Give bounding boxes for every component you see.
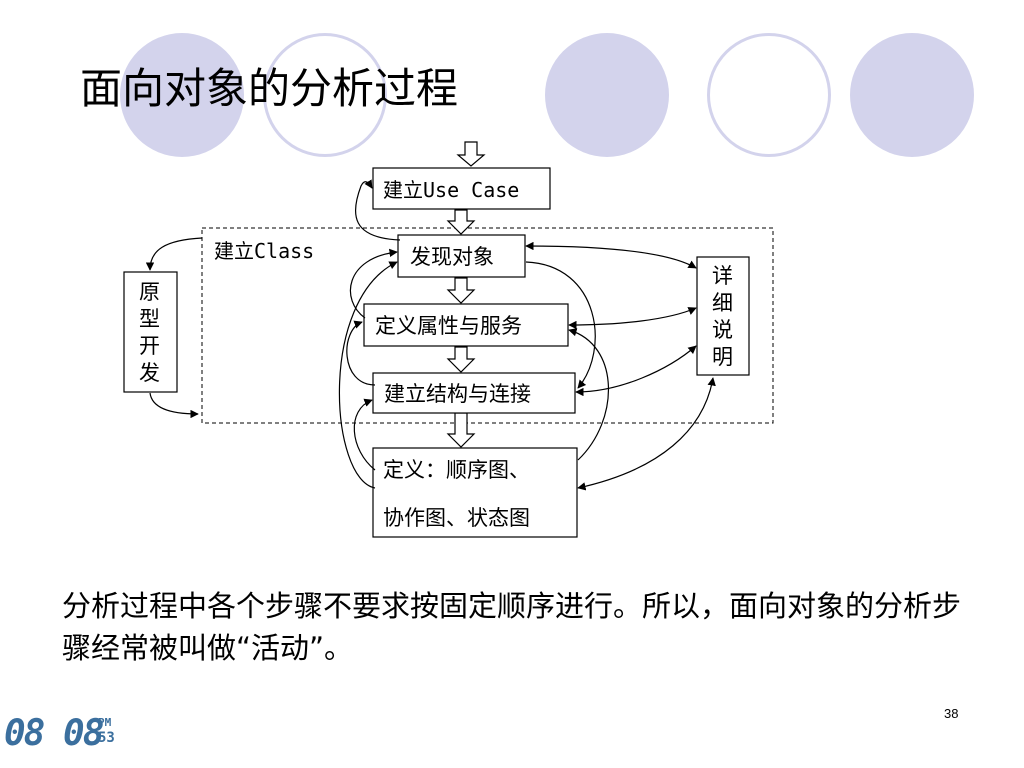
box-define-diagrams bbox=[372, 447, 578, 538]
class-group-region bbox=[201, 227, 774, 424]
define-attributes-label: 定义属性与服务 bbox=[375, 314, 522, 338]
prototype-char-1: 原 bbox=[139, 280, 160, 304]
box-define-attributes bbox=[363, 303, 569, 347]
box-prototype bbox=[123, 271, 178, 393]
group-label: 建立Class bbox=[214, 239, 314, 263]
detail-char-2: 细 bbox=[712, 291, 733, 315]
decor-circle-ring-1 bbox=[263, 33, 387, 157]
slide-title: 面向对象的分析过程 bbox=[80, 64, 459, 113]
arrow-detail-diagrams bbox=[577, 377, 716, 491]
arrow-attributes-to-find bbox=[350, 248, 398, 319]
detail-char-1: 详 bbox=[712, 264, 733, 288]
entry-arrow bbox=[456, 141, 486, 167]
find-objects-label: 发现对象 bbox=[410, 245, 494, 269]
arrow-to-prototype bbox=[145, 237, 203, 271]
detail-char-3: 说 bbox=[712, 318, 733, 342]
clock-time: 08 08 bbox=[4, 713, 104, 754]
arrow-detail-find-objects bbox=[525, 241, 697, 269]
clock-widget: 08 08 PM 53 bbox=[4, 713, 122, 757]
arrow-find-to-structure bbox=[525, 261, 596, 389]
arrow-to-use-case bbox=[354, 179, 401, 241]
box-detail bbox=[696, 256, 750, 376]
decor-circle-filled-2 bbox=[545, 33, 669, 157]
define-diagrams-label-2: 协作图、状态图 bbox=[383, 506, 530, 530]
prototype-char-3: 开 bbox=[139, 334, 160, 358]
arrow-structure-to-attributes bbox=[346, 320, 376, 386]
define-diagrams-label-1: 定义：顺序图、 bbox=[383, 458, 530, 482]
arrow-detail-attributes bbox=[568, 307, 697, 330]
use-case-label: 建立Use Case bbox=[383, 178, 519, 202]
decor-circle-ring-2 bbox=[707, 33, 831, 157]
arrow-diagrams-to-find bbox=[338, 261, 398, 489]
slide-body-text: 分析过程中各个步骤不要求按固定顺序进行。所以，面向对象的分析步骤经常被叫做“活动… bbox=[62, 589, 962, 665]
clock-ampm: PM bbox=[98, 716, 112, 729]
decor-circle-filled-3 bbox=[850, 33, 974, 157]
box-find-objects bbox=[397, 234, 526, 278]
arrow-from-prototype bbox=[149, 392, 199, 419]
prototype-char-4: 发 bbox=[139, 361, 160, 385]
box-build-structure bbox=[372, 372, 576, 414]
flow-arrow-2 bbox=[446, 277, 476, 304]
detail-char-4: 明 bbox=[712, 345, 733, 369]
page-number: 38 bbox=[944, 706, 959, 721]
clock-seconds: 53 bbox=[98, 730, 115, 746]
arrow-diagrams-to-attributes bbox=[568, 328, 609, 461]
prototype-char-2: 型 bbox=[139, 307, 160, 331]
box-use-case bbox=[372, 167, 551, 210]
arrow-diagrams-to-structure bbox=[353, 398, 376, 471]
flow-arrow-4 bbox=[446, 412, 476, 448]
build-structure-label: 建立结构与连接 bbox=[384, 382, 531, 406]
flow-arrow-1 bbox=[446, 209, 476, 235]
decor-circle-filled-1 bbox=[120, 33, 244, 157]
flow-arrow-3 bbox=[446, 346, 476, 373]
